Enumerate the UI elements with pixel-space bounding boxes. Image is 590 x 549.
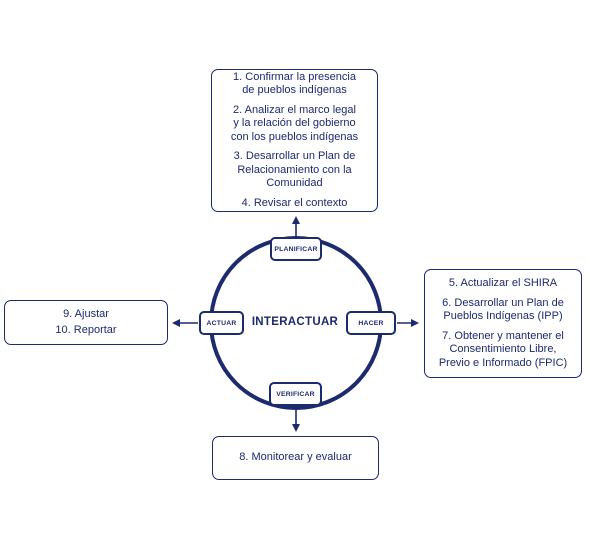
plan-steps-box: 1. Confirmar la presencia de pueblos ind… [211, 69, 378, 212]
do-node: HACER [346, 311, 396, 335]
check-node: VERIFICAR [269, 382, 322, 406]
check-step-8: 8. Monitorear y evaluar [239, 451, 352, 464]
plan-node: PLANIFICAR [270, 237, 322, 261]
center-label: INTERACTUAR [251, 316, 339, 328]
do-step-7: 7. Obtener y mantener el Consentimiento … [438, 329, 568, 369]
act-node: ACTUAR [199, 311, 244, 335]
check-steps-box: 8. Monitorear y evaluar [212, 436, 379, 480]
plan-step-3: 3. Desarrollar un Plan de Relacionamient… [233, 150, 356, 190]
do-step-6: 6. Desarrollar un Plan de Pueblos Indíge… [442, 296, 564, 323]
do-steps-box: 5. Actualizar el SHIRA 6. Desarrollar un… [424, 269, 582, 378]
act-step-10: 10. Reportar [55, 323, 117, 336]
plan-step-1: 1. Confirmar la presencia de pueblos ind… [233, 70, 356, 97]
act-step-9: 9. Ajustar [63, 308, 109, 320]
plan-step-4: 4. Revisar el contexto [241, 196, 348, 209]
do-step-5: 5. Actualizar el SHIRA [448, 277, 558, 289]
act-steps-box: 9. Ajustar 10. Reportar [4, 300, 168, 345]
plan-step-2: 2. Analizar el marco legal y la relación… [230, 103, 359, 143]
